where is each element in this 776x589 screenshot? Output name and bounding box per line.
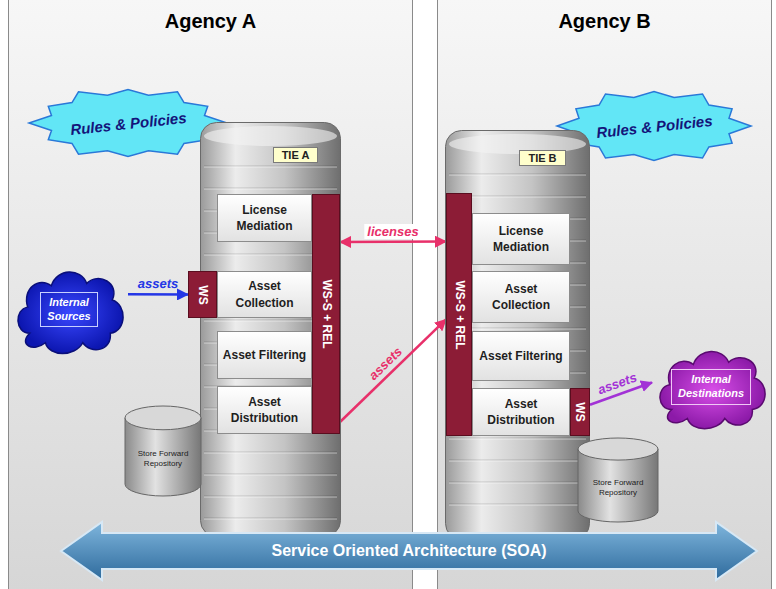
- connector-arrow: [340, 319, 446, 422]
- box-label: Asset Filtering: [479, 348, 562, 364]
- process-box: Asset Distribution: [217, 386, 312, 434]
- tower-groove: [449, 439, 586, 440]
- tower-top: [204, 126, 337, 146]
- box-label: Asset Collection: [222, 278, 307, 310]
- server-tower: TIE A License MediationAsset CollectionAs…: [200, 122, 341, 537]
- tower-body: [201, 123, 341, 537]
- process-box: Asset Filtering: [472, 331, 570, 381]
- box-label: Asset Filtering: [223, 347, 306, 363]
- tower-groove: [449, 461, 586, 462]
- bar-label: WS-S + REL: [452, 280, 466, 349]
- panel-ground: [438, 0, 772, 589]
- panel-ground: [9, 0, 413, 589]
- tower-groove: [204, 475, 337, 476]
- tower-groove: [449, 505, 586, 506]
- bar-label: WS-S + REL: [319, 279, 333, 348]
- process-box: Asset Distribution: [472, 388, 570, 436]
- cloud-label: Internal Sources: [40, 292, 97, 328]
- tower-groove: [449, 460, 586, 461]
- edge-label-holder: assets: [595, 368, 639, 399]
- connector-arrow: [128, 293, 188, 296]
- tower-groove: [204, 453, 337, 454]
- process-box: License Mediation: [217, 194, 312, 242]
- tower-groove: [449, 174, 586, 175]
- cylinder-label: Store Forward Repository: [132, 449, 194, 468]
- band-label: Service Oriented Architecture (SOA): [271, 542, 546, 560]
- agency-panel: Agency A Rules & PoliciesTIE A License Med…: [8, 0, 413, 589]
- tower-groove: [449, 438, 586, 439]
- process-box: Asset Collection: [472, 271, 570, 323]
- soa-arrow-band: Service Oriented Architecture (SOA): [60, 521, 758, 581]
- cloud-label: Internal Destinations: [671, 369, 751, 405]
- cloud-outline: [660, 352, 765, 429]
- box-label: Asset Distribution: [222, 394, 307, 426]
- interface-bar: WS-S + REL: [312, 194, 340, 434]
- agency-panel: Agency BRules & PoliciesTIE BWS-S + RELL…: [437, 0, 772, 589]
- process-box: Asset Filtering: [217, 331, 312, 379]
- edge-label: licenses: [364, 224, 421, 239]
- policy-burst: Rules & Policies: [28, 86, 228, 160]
- tower-groove: [204, 497, 337, 498]
- tower-groove: [204, 518, 337, 519]
- double-arrow-outline: [61, 522, 757, 580]
- tower-groove: [204, 496, 337, 497]
- panel-title: Agency B: [437, 0, 772, 33]
- tower-groove: [204, 474, 337, 475]
- edge-label: assets: [366, 344, 406, 383]
- edge-label-holder: assets: [138, 274, 179, 292]
- interface-bar: WS: [188, 271, 217, 318]
- tower-body: [446, 131, 590, 540]
- edge-label: assets: [138, 276, 179, 291]
- edge-label: assets: [596, 370, 639, 398]
- tower-groove: [204, 167, 337, 168]
- server-tower: TIE B WS-S + REL License MediationAsset Co…: [445, 130, 590, 540]
- tower-groove: [204, 189, 337, 190]
- tower-groove: [449, 175, 586, 176]
- tower-groove: [204, 188, 337, 189]
- interface-bar: WS: [570, 388, 590, 436]
- edge-label-holder: licenses: [364, 222, 421, 240]
- box-label: Asset Collection: [477, 281, 565, 313]
- repository-cylinder: Store Forward Repository: [124, 405, 202, 497]
- endpoint-cloud: Internal Sources: [10, 262, 128, 357]
- repository-cylinder: Store Forward Repository: [577, 437, 659, 523]
- bar-label: WS: [573, 402, 587, 421]
- tower-groove: [204, 452, 337, 453]
- bar-label: WS: [196, 285, 210, 304]
- tower-label: TIE A: [273, 147, 319, 163]
- cylinder-top: [578, 438, 658, 460]
- starburst-outline: [29, 90, 227, 157]
- tower-groove: [204, 519, 337, 520]
- process-box: Asset Collection: [217, 271, 312, 318]
- cloud-outline: [18, 272, 123, 353]
- cylinder-top: [125, 406, 201, 430]
- panel-title: Agency A: [8, 0, 413, 33]
- tower-groove: [449, 482, 586, 483]
- tower-groove: [449, 504, 586, 505]
- endpoint-cloud: Internal Destinations: [652, 342, 770, 432]
- box-label: License Mediation: [222, 202, 307, 234]
- box-label: Asset Distribution: [477, 396, 565, 428]
- connector-arrow: [340, 240, 446, 243]
- interface-bar: WS-S + REL: [446, 193, 472, 436]
- cylinder-label: Store Forward Repository: [585, 478, 651, 497]
- process-box: License Mediation: [472, 213, 570, 265]
- box-label: License Mediation: [477, 223, 565, 255]
- tower-groove: [449, 483, 586, 484]
- tower-label: TIE B: [519, 150, 565, 166]
- edge-label-holder: assets: [365, 342, 407, 383]
- tower-groove: [204, 166, 337, 167]
